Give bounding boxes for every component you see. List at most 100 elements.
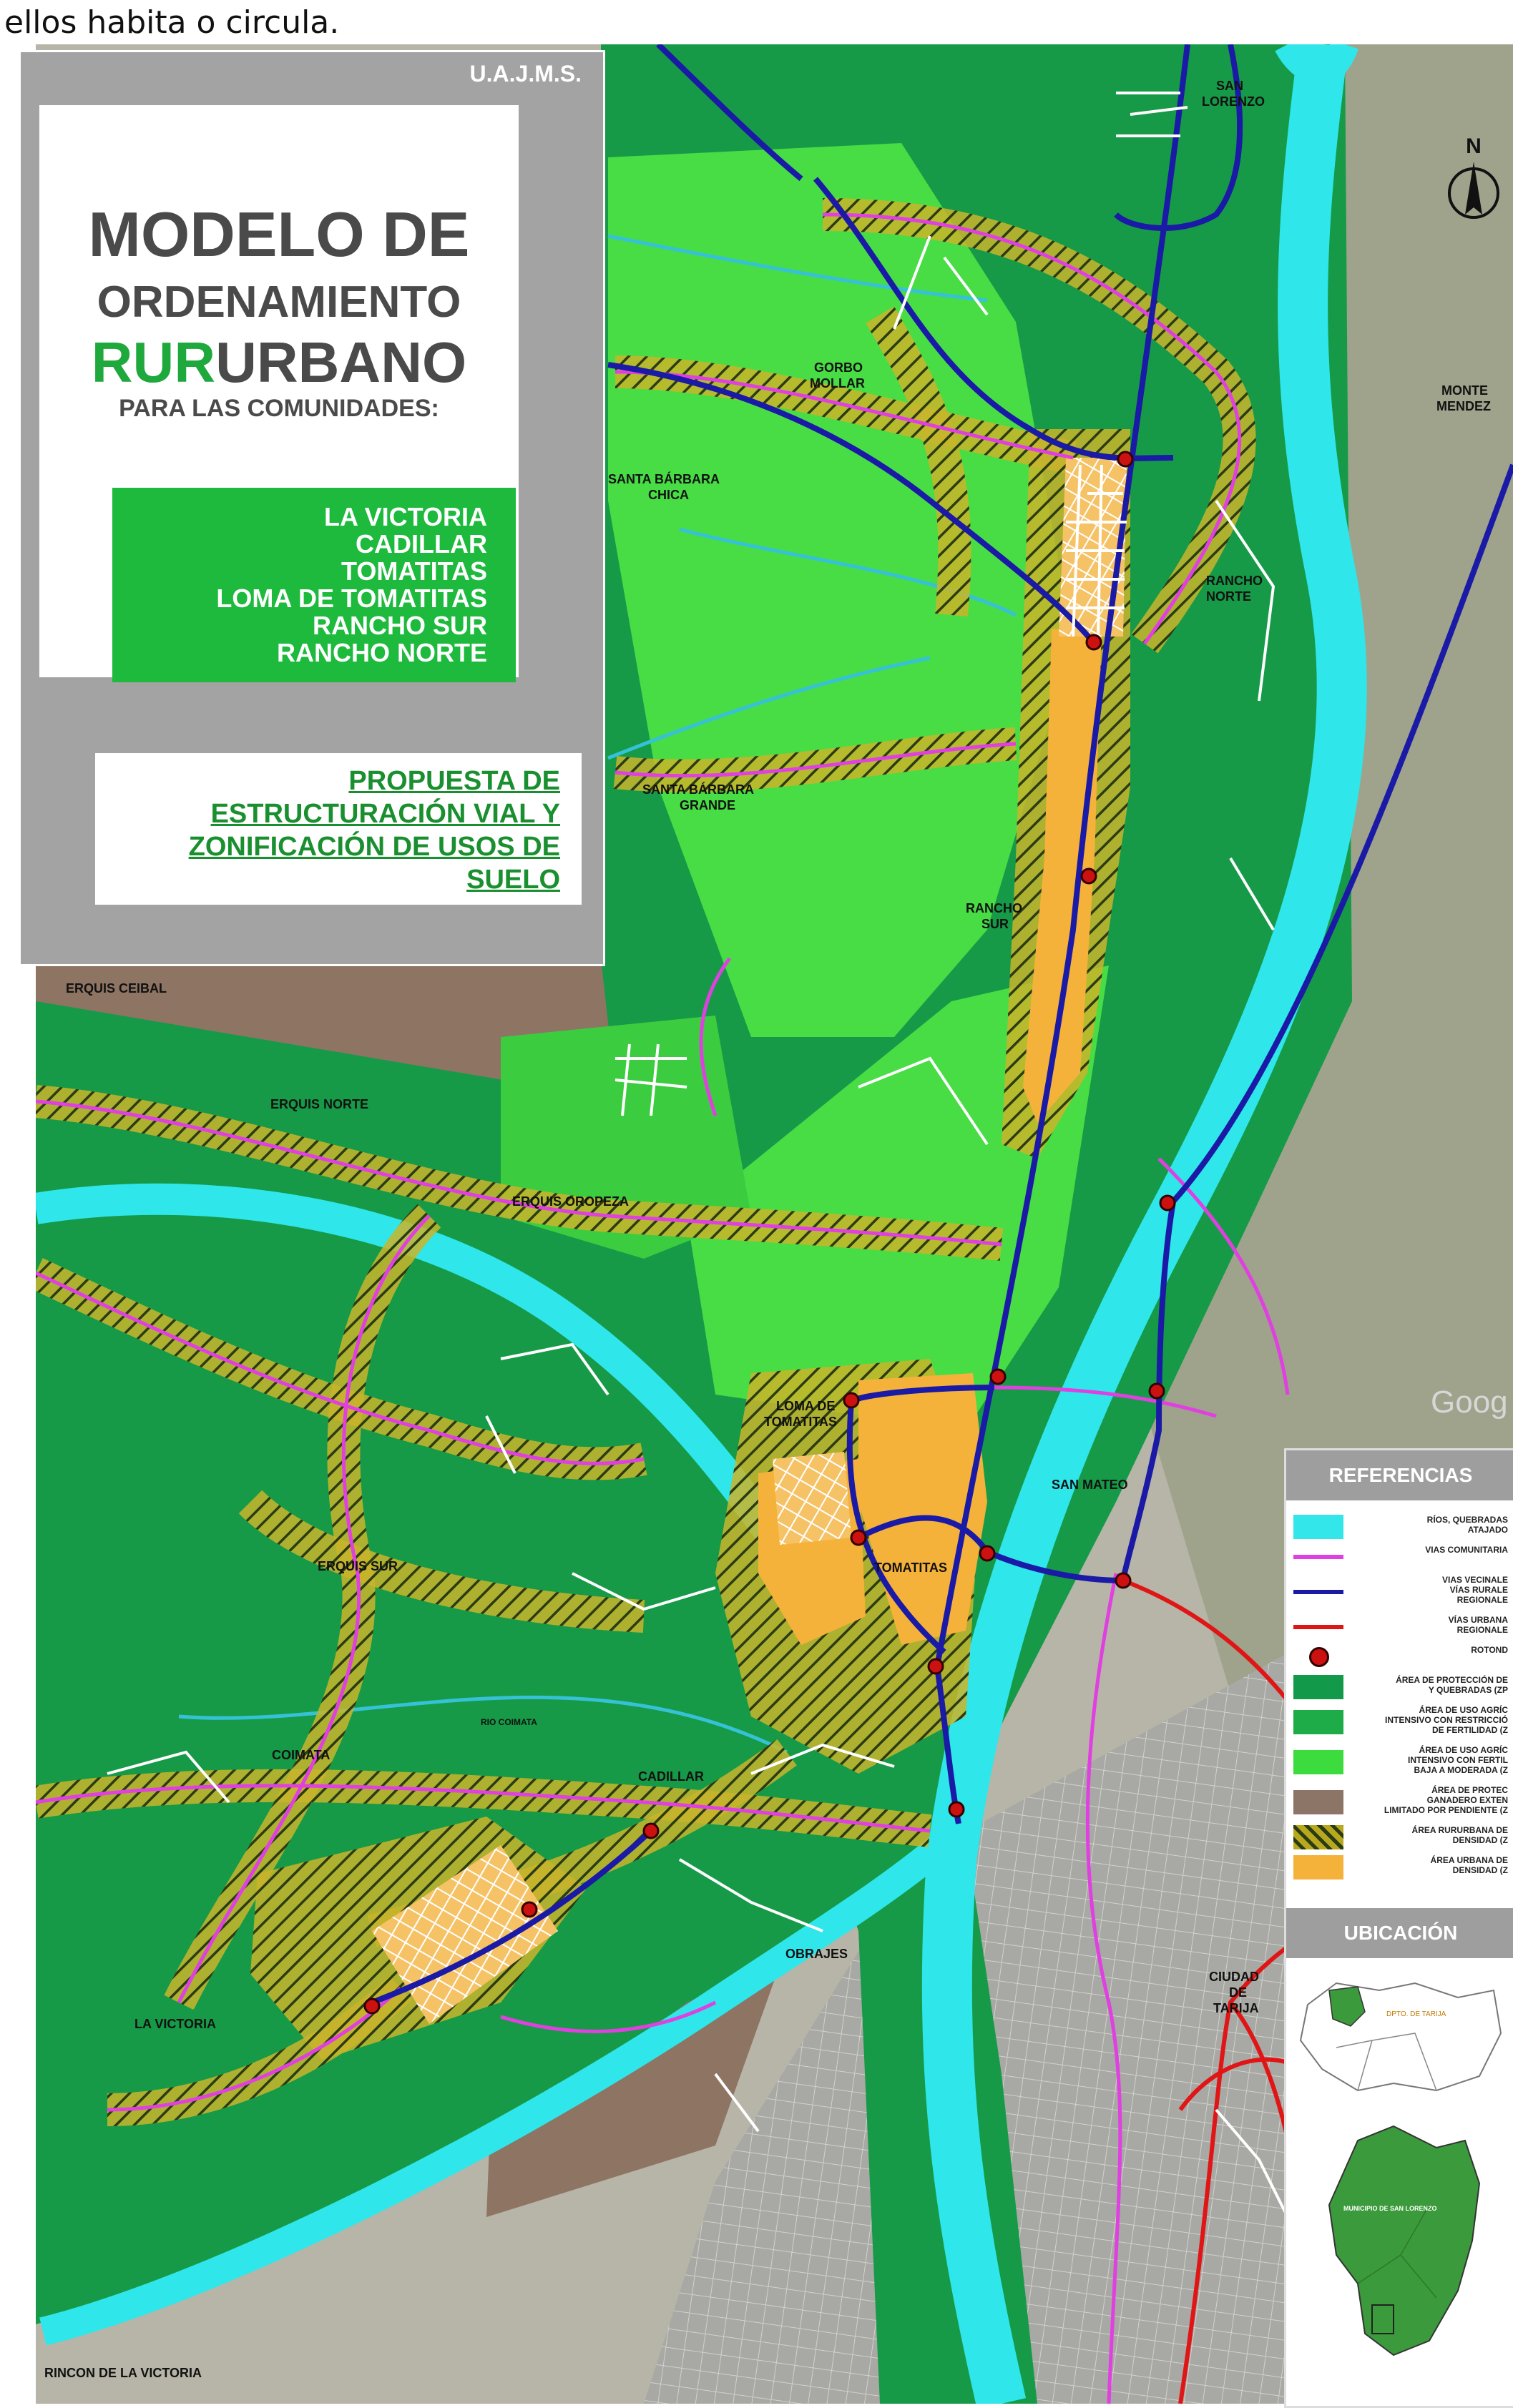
legend-label-line: INTENSIVO CON RESTRICCIÓ — [1384, 1715, 1508, 1725]
river-upper-branch — [1275, 44, 1358, 85]
legend-label: VIAS COMUNITARIA — [1351, 1545, 1508, 1555]
dept-label: DPTO. DE TARIJA — [1386, 2010, 1446, 2018]
label-san-mateo: SAN MATEO — [1052, 1478, 1128, 1492]
label-obrajes: OBRAJES — [785, 1947, 848, 1961]
map-watermark: Goog — [1431, 1385, 1508, 1420]
proposal-box: PROPUESTA DE ESTRUCTURACIÓN VIAL Y ZONIF… — [95, 753, 582, 905]
municipality-shape — [1328, 2125, 1481, 2357]
legend-item: VIAS COMUNITARIA — [1293, 1545, 1508, 1569]
residential-grid-loma — [773, 1452, 851, 1545]
label-erquis-sur: ERQUIS SUR — [318, 1559, 398, 1573]
legend-color-swatch — [1293, 1855, 1343, 1879]
legend-label-line: ÁREA URBANA DE — [1430, 1855, 1508, 1865]
creek-sb-1 — [607, 234, 988, 303]
north-label: N — [1466, 134, 1482, 158]
legend-label-line: REGIONALE — [1456, 1595, 1508, 1605]
study-area-box — [1371, 2304, 1394, 2334]
label-tomatitas: TOMATITAS — [874, 1561, 947, 1575]
label-la-victoria: LA VICTORIA — [134, 2017, 216, 2031]
title-line-4: PARA LAS COMUNIDADES: — [119, 395, 439, 422]
label-erquis-oropeza: ERQUIS OROPEZA — [512, 1194, 629, 1209]
label-erquis-ceibal: ERQUIS CEIBAL — [66, 981, 167, 996]
legend-label-line: ATAJADO — [1467, 1525, 1508, 1535]
legend-hatch-swatch — [1293, 1825, 1343, 1849]
legend-label-line: INTENSIVO CON FERTIL — [1407, 1755, 1508, 1765]
community-item: LA VICTORIA — [323, 502, 487, 531]
legend-label-line: GANADERO EXTEN — [1426, 1795, 1508, 1805]
title-line-1: MODELO DE — [88, 199, 470, 270]
label-rincon-de-la-victoria: RINCON DE LA VICTORIA — [44, 2366, 202, 2380]
legend-label-line: LIMITADO POR PENDIENTE (Z — [1384, 1805, 1508, 1815]
label-coimata: COIMATA — [272, 1748, 330, 1762]
legend-line-symbol — [1293, 1590, 1343, 1594]
roundabouts — [363, 451, 1176, 2015]
legend-line-symbol — [1293, 1555, 1343, 1559]
community-item: TOMATITAS — [341, 556, 487, 586]
proposal-line: PROPUESTA DE — [348, 766, 560, 796]
legend-item: ROTOND — [1293, 1645, 1508, 1669]
legend-line-symbol — [1293, 1625, 1343, 1629]
legend-label-line: ÁREA DE PROTEC — [1431, 1785, 1508, 1795]
legend-label-line: BAJA A MODERADA (Z — [1414, 1765, 1508, 1775]
proposal-line: SUELO — [466, 865, 560, 895]
creek-sb-3 — [679, 527, 1017, 617]
title-accent: RUR — [91, 330, 216, 394]
proposal-line: ZONIFICACIÓN DE USOS DE — [188, 832, 560, 862]
communities-box: LA VICTORIA CADILLAR TOMATITAS LOMA DE T… — [112, 488, 516, 682]
legend-label-line: VÍAS URBANA — [1448, 1615, 1508, 1625]
residential-grid-rancho-norte — [1059, 458, 1127, 637]
department-inner-lines — [1336, 2033, 1437, 2091]
title-box: MODELO DE ORDENAMIENTO RURURBANO PARA LA… — [39, 105, 519, 682]
legend-color-swatch — [1293, 1710, 1343, 1734]
legend-color-swatch — [1293, 1515, 1343, 1539]
legend-label-line: Y QUEBRADAS (ZP — [1428, 1685, 1508, 1695]
panel-header: U.A.J.M.S. — [21, 52, 603, 97]
community-item: RANCHO NORTE — [277, 638, 487, 667]
legend-label-line: VIAS COMUNITARIA — [1425, 1545, 1508, 1555]
legend-label-line: REGIONALE — [1456, 1625, 1508, 1635]
community-item: CADILLAR — [356, 529, 487, 559]
legend-label-line: ROTOND — [1471, 1645, 1508, 1655]
residential-grid-victoria — [372, 1845, 558, 2024]
legend-label-line: ÁREA DE USO AGRÍC — [1419, 1705, 1508, 1715]
department-highlight — [1328, 1986, 1366, 2027]
label-cadillar: CADILLAR — [638, 1769, 704, 1784]
legend-label-line: DE FERTILIDAD (Z — [1432, 1725, 1508, 1735]
legend-label: ROTOND — [1351, 1645, 1508, 1655]
communal-roads — [36, 212, 1290, 2404]
label-rio-coimata: RIO COIMATA — [481, 1717, 537, 1727]
proposal-line: ESTRUCTURACIÓN VIAL Y — [210, 799, 560, 829]
legend-label-line: ÁREA DE USO AGRÍC — [1419, 1745, 1508, 1755]
document-header-text: ellos habita o circula. — [4, 4, 340, 41]
title-panel: U.A.J.M.S. MODELO DE ORDENAMIENTO RURURB… — [19, 50, 605, 966]
legend-color-swatch — [1293, 1675, 1343, 1699]
legend-label-line: VIAS VECINALE — [1441, 1575, 1508, 1585]
legend-color-swatch — [1293, 1790, 1343, 1814]
municipality-label: MUNICIPIO DE SAN LORENZO — [1343, 2205, 1437, 2212]
legend-label-line: ÁREA DE PROTECCIÓN DE — [1396, 1675, 1508, 1685]
legend-label-line: ÁREA RURURBANA DE — [1411, 1825, 1508, 1835]
legend-label-line: DENSIDAD (Z — [1452, 1835, 1508, 1845]
